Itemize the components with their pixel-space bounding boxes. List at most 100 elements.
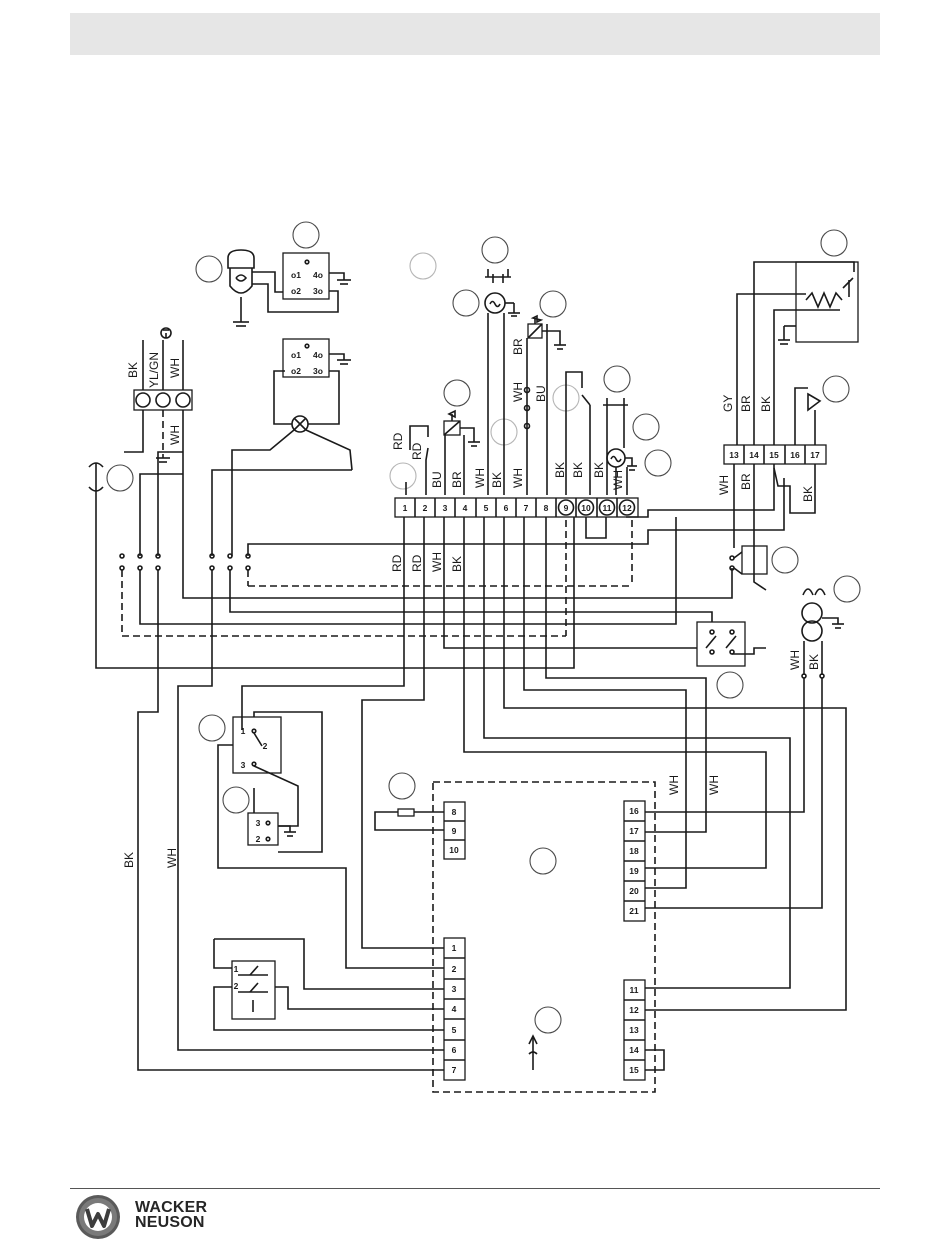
relay-right [730,546,767,574]
callout-circle [717,672,743,698]
svg-text:2: 2 [256,834,261,844]
svg-text:WH: WH [611,470,625,490]
callout-circle [199,715,225,741]
svg-text:BU: BU [430,471,444,488]
svg-text:WH: WH [168,358,182,378]
callout-circle [540,291,566,317]
svg-text:BK: BK [126,362,140,378]
svg-text:GY: GY [721,395,735,412]
svg-text:2: 2 [234,981,239,991]
callout-circle [196,256,222,282]
callout-circle [410,253,436,279]
callout-circle [535,1007,561,1033]
svg-text:19: 19 [629,866,639,876]
callout-circle [389,773,415,799]
svg-text:4o: 4o [313,270,323,280]
wiring: WH WH BK WH [96,452,846,1070]
svg-text:3: 3 [443,503,448,513]
svg-text:WH: WH [717,475,731,495]
svg-text:18: 18 [629,846,639,856]
svg-text:16: 16 [629,806,639,816]
svg-text:3: 3 [256,818,261,828]
left-switch-upper: 1 2 3 [233,717,281,773]
svg-text:o2: o2 [291,366,301,376]
callout-circle [223,787,249,813]
svg-text:BR: BR [450,471,464,488]
svg-text:2: 2 [452,964,457,974]
footer-rule [70,1188,880,1189]
callout-circle [453,290,479,316]
svg-text:WH: WH [511,468,525,488]
transformer: WH BK [788,589,844,678]
svg-text:16: 16 [790,450,800,460]
svg-text:9: 9 [452,826,457,836]
controller-box: 8 9 10 1 2 3 4 5 6 7 16 17 18 19 20 21 [375,782,664,1092]
svg-text:5: 5 [484,503,489,513]
svg-text:BR: BR [739,395,753,412]
svg-text:10: 10 [449,845,459,855]
top-center-components: BR WH BU [406,269,637,495]
svg-text:13: 13 [629,1025,639,1035]
top-terminal-strip: 1 2 3 4 5 6 7 8 9 10 11 12 [395,498,638,517]
svg-text:WH: WH [788,650,802,670]
svg-text:o1: o1 [291,350,301,360]
mains-terminal: BK YL/GN WH WH [89,328,192,491]
svg-text:WH: WH [165,848,179,868]
brand-line1: WACKER [135,1200,207,1215]
svg-text:7: 7 [524,503,529,513]
svg-text:YL/GN: YL/GN [147,352,161,388]
svg-text:BK: BK [490,472,504,488]
svg-text:5: 5 [452,1025,457,1035]
svg-text:BK: BK [807,654,821,670]
svg-text:BK: BK [801,486,815,502]
svg-text:2: 2 [423,503,428,513]
svg-text:10: 10 [581,503,591,513]
svg-text:BU: BU [534,385,548,402]
svg-text:BK: BK [122,852,136,868]
svg-text:8: 8 [544,503,549,513]
svg-text:BK: BK [450,556,464,572]
svg-text:BR: BR [511,338,525,355]
callout-circle [293,222,319,248]
svg-text:1: 1 [452,943,457,953]
svg-text:21: 21 [629,906,639,916]
svg-text:RD: RD [391,432,405,450]
svg-text:WH: WH [667,775,681,795]
callout-circle [823,376,849,402]
svg-text:17: 17 [810,450,820,460]
svg-text:12: 12 [622,503,632,513]
contact-row [120,554,250,570]
callout-circle [633,414,659,440]
svg-text:8: 8 [452,807,457,817]
svg-text:15: 15 [769,450,779,460]
svg-text:3: 3 [241,760,246,770]
svg-text:o1: o1 [291,270,301,280]
callout-circle [482,237,508,263]
svg-text:4: 4 [463,503,468,513]
callout-circle [604,366,630,392]
svg-text:BK: BK [553,462,567,478]
below-strip-wire-labels: RD RD WH BK [390,552,464,572]
svg-text:11: 11 [603,503,612,513]
svg-text:14: 14 [749,450,759,460]
svg-text:6: 6 [452,1045,457,1055]
svg-text:11: 11 [630,985,639,995]
svg-text:14: 14 [629,1045,639,1055]
svg-text:15: 15 [629,1065,639,1075]
svg-text:RD: RD [390,554,404,572]
svg-text:WH: WH [430,552,444,572]
brand-name: WACKER NEUSON [135,1200,207,1230]
relay-lamp: o1 4o o2 3o [232,339,352,556]
svg-text:20: 20 [629,886,639,896]
heater-thermostat: GY BR BK [721,262,858,450]
callout-circle [645,450,671,476]
svg-text:4: 4 [452,1004,457,1014]
left-switch-lower: 3 2 [248,813,296,845]
svg-text:17: 17 [629,826,639,836]
callout-circle [530,848,556,874]
callout-circle [834,576,860,602]
svg-text:9: 9 [564,503,569,513]
svg-text:1: 1 [234,964,239,974]
svg-text:7: 7 [452,1065,457,1075]
